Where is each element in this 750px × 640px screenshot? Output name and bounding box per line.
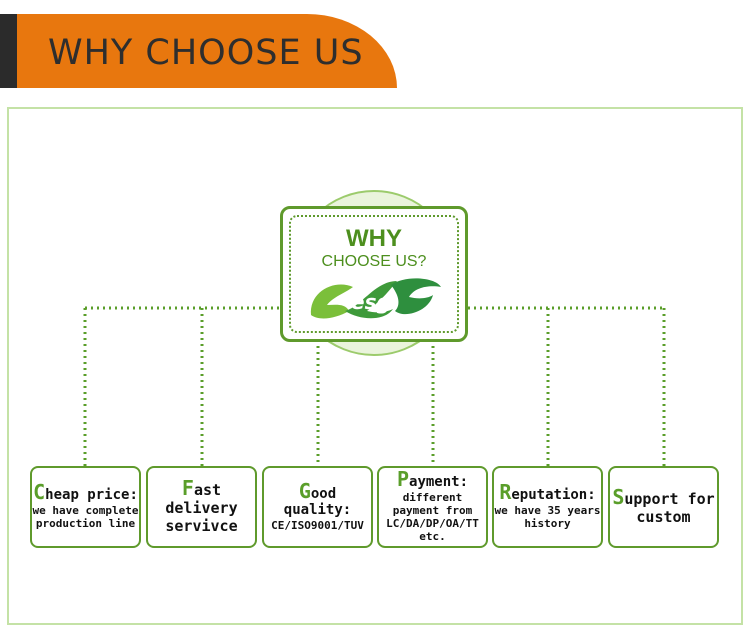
page-title: WHY CHOOSE US [48,33,364,73]
card-body: different payment from LC/DA/DP/OA/TT et… [386,491,479,543]
card-title: Support for custom [612,485,715,526]
logo-why: WHY [346,225,402,252]
card-body: we have 35 years history [494,504,601,530]
header-banner [17,14,397,88]
card-title: Good quality: [283,478,352,518]
feature-card-payment: Payment: different payment from LC/DA/DP… [377,466,488,548]
header-accent-bar [0,14,17,88]
card-body: CE/ISO9001/TUV [271,518,364,532]
esg-logo-mark: esg [310,278,441,319]
logo-brand-text: esg [351,290,391,314]
card-title: Payment: [396,467,469,491]
card-title: Cheap price: [33,480,138,504]
feature-card-fast-delivery: Fast delivery servivce [146,466,257,548]
logo-choose-us: CHOOSE US? [321,253,427,270]
why-choose-logo: WHY CHOOSE US? esg [280,206,468,342]
content-frame [7,107,743,625]
card-title: Reputation: [499,480,596,504]
logo-inner-border [289,215,459,333]
feature-card-good-quality: Good quality: CE/ISO9001/TUV [262,466,373,548]
card-body: we have complete production line [32,504,139,530]
feature-card-cheap-price: Cheap price: we have complete production… [30,466,141,548]
feature-card-reputation: Reputation: we have 35 years history [492,466,603,548]
feature-card-support-custom: Support for custom [608,466,719,548]
card-title: Fast delivery servivce [165,476,238,535]
